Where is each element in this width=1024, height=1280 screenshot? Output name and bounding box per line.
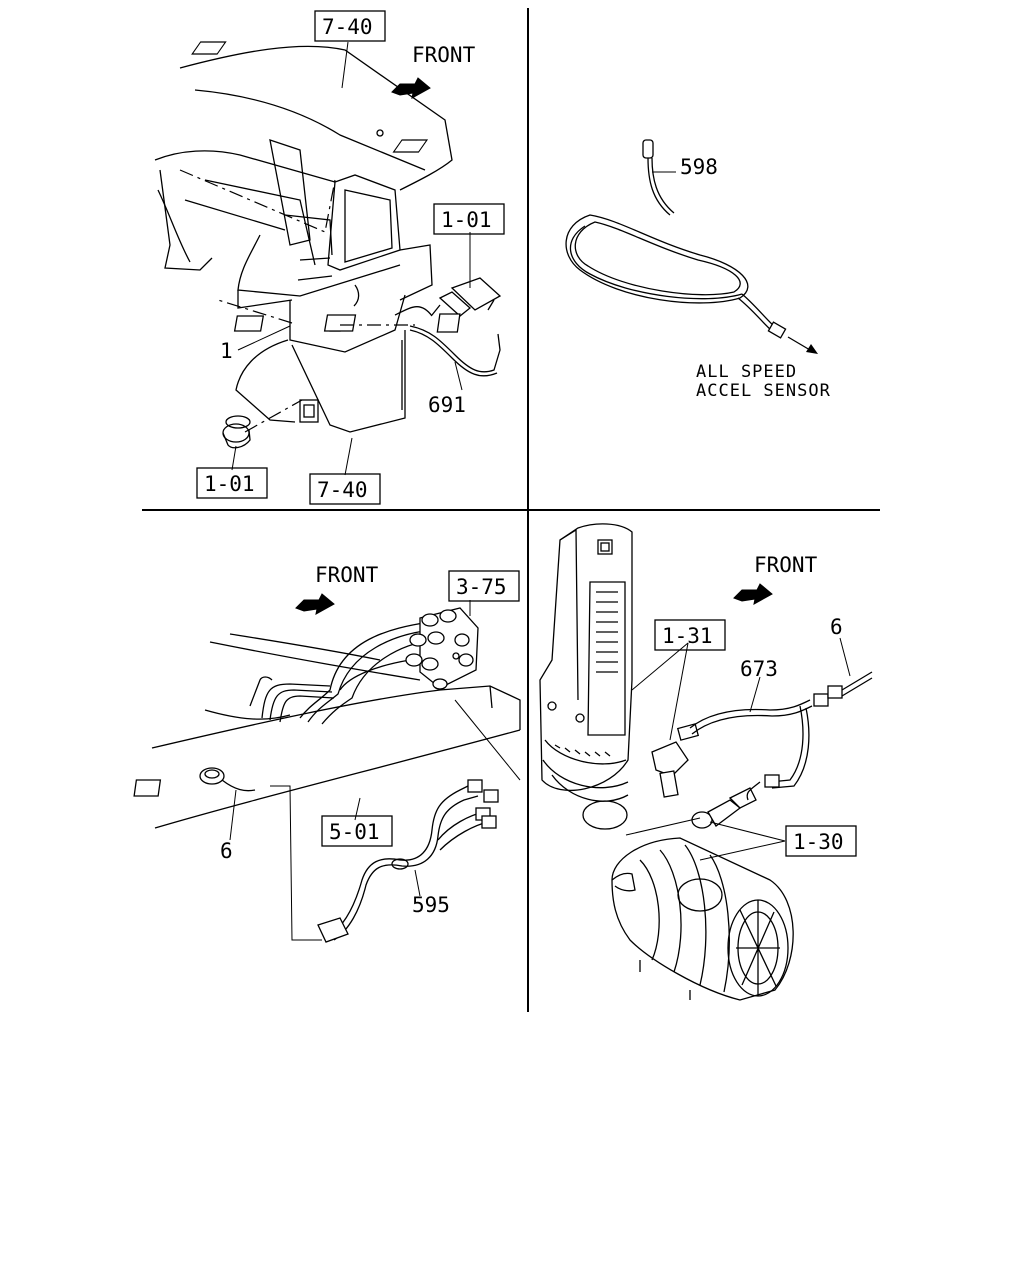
ref-box-5-01: 5-01 xyxy=(321,815,393,847)
ref-box-1-01-cap: 1-01 xyxy=(196,467,268,499)
quadrant-dividers xyxy=(142,8,880,1012)
ref-label-7-40-bottom: 7-40 xyxy=(317,478,368,502)
part-number-595: 595 xyxy=(412,893,450,917)
part-number-673: 673 xyxy=(740,657,778,681)
front-arrow-icon xyxy=(295,593,335,615)
temp-sensor xyxy=(691,787,757,829)
q1-leader-lines xyxy=(179,41,471,476)
dashboard-drawing xyxy=(154,41,453,433)
caption-line-2: ACCEL SENSOR xyxy=(696,381,831,401)
part-number-6-q4: 6 xyxy=(830,615,843,639)
harness-673 xyxy=(689,671,873,801)
ref-label-1-30: 1-30 xyxy=(793,830,844,854)
grommet-part-6 xyxy=(133,767,256,797)
part-number-6-q3: 6 xyxy=(220,839,233,863)
front-label-q4: FRONT xyxy=(754,553,818,577)
ref-box-1-01-switch: 1-01 xyxy=(433,203,505,235)
ref-label-7-40-top: 7-40 xyxy=(322,15,373,39)
front-arrow-icon xyxy=(391,77,431,99)
ref-label-1-01-switch: 1-01 xyxy=(441,208,492,232)
ref-label-3-75: 3-75 xyxy=(456,575,507,599)
ref-box-3-75: 3-75 xyxy=(448,570,520,602)
quadrant-air-cleaner: FRONT 6 1-31 673 1-30 xyxy=(539,523,873,1001)
air-cleaner-box xyxy=(611,837,794,1001)
ref-label-1-01-cap: 1-01 xyxy=(204,472,255,496)
quadrant-dashboard-switch: 7-40 FRONT 1-01 1 691 1-01 7-40 xyxy=(154,10,505,505)
mass-air-flow-sensor xyxy=(651,723,700,798)
front-label-q3: FRONT xyxy=(315,563,379,587)
ref-box-7-40-bottom: 7-40 xyxy=(309,473,381,505)
intake-duct xyxy=(539,523,633,830)
vacuum-lines xyxy=(249,621,435,725)
part-number-691: 691 xyxy=(428,393,466,417)
part-number-1: 1 xyxy=(220,339,233,363)
ref-label-5-01: 5-01 xyxy=(329,820,380,844)
connector-691-left xyxy=(323,314,357,332)
front-label-q1: FRONT xyxy=(412,43,476,67)
q3-leader-lines xyxy=(229,600,521,941)
front-arrow-icon xyxy=(733,583,773,605)
harness-595 xyxy=(317,779,499,943)
ref-box-1-30: 1-30 xyxy=(785,825,857,857)
solenoid-valve-block xyxy=(405,607,479,690)
caption-line-1: ALL SPEED xyxy=(696,362,797,382)
quadrant-accel-sensor: 598 ALL SPEED ACCEL SENSOR xyxy=(565,139,831,401)
sensor-harness-598 xyxy=(565,139,787,339)
harness-691 xyxy=(394,306,501,377)
ref-box-7-40-top: 7-40 xyxy=(314,10,386,42)
ref-label-1-31: 1-31 xyxy=(662,624,713,648)
part-number-598: 598 xyxy=(680,155,718,179)
quadrant-harness-595: FRONT 3-75 5-01 6 595 xyxy=(133,563,521,943)
brake-switch xyxy=(431,277,502,333)
connector-part-1 xyxy=(233,315,265,332)
cap-plug xyxy=(222,415,251,449)
ref-box-1-31: 1-31 xyxy=(654,619,726,651)
arrow-right-icon xyxy=(787,336,818,354)
q4-leader-lines xyxy=(625,637,851,861)
